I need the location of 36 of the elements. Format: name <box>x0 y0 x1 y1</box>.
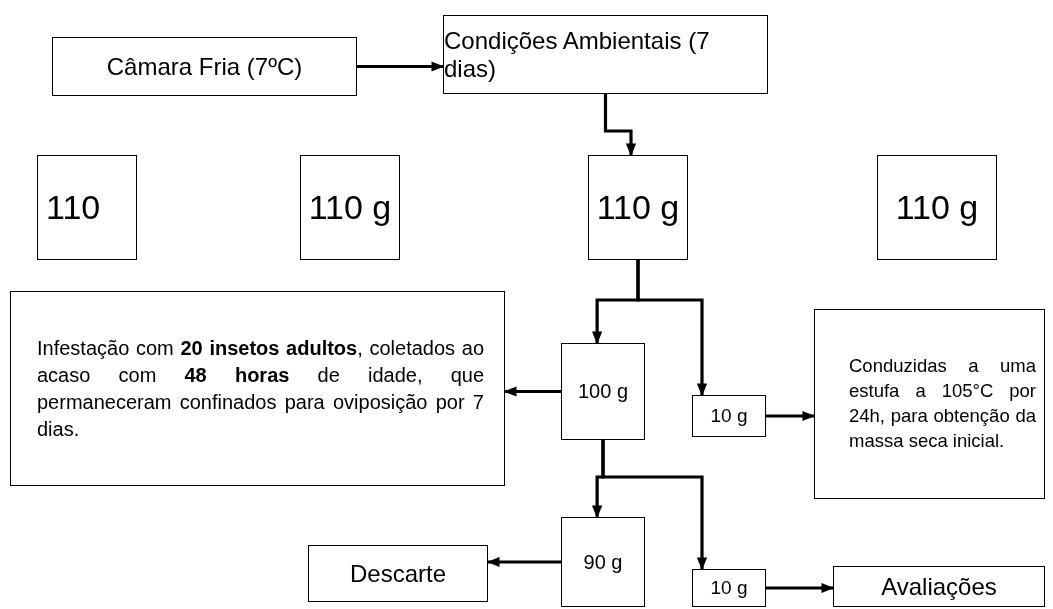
box-text: 110 <box>46 188 101 227</box>
arrow <box>486 556 561 568</box>
process-box <box>308 545 488 602</box>
box-text: 90 g <box>583 550 623 574</box>
box-text: Descarte <box>349 559 446 588</box>
process-box <box>52 37 357 96</box>
box-text: Avaliações <box>881 572 997 601</box>
box-text: 110 g <box>895 188 979 227</box>
box-text: Condições Ambientais (7 dias) <box>444 26 711 83</box>
arrow <box>766 410 816 422</box>
box-text: 110 g <box>308 188 392 227</box>
process-box <box>10 291 505 486</box>
box-text: Conduzidas a uma estufa a 105°C por 24h, para obtenção da massa seca inicial. <box>849 354 1036 453</box>
arrow <box>503 386 561 397</box>
box-text: Câmara Fria (7ºC) <box>106 52 303 81</box>
arrow <box>357 61 445 72</box>
process-box <box>561 517 645 607</box>
process-box <box>692 569 766 607</box>
process-box <box>877 155 997 260</box>
arrow <box>636 260 708 397</box>
box-text: 10 g <box>710 577 748 599</box>
box-text: 10 g <box>710 405 748 427</box>
arrow <box>603 94 637 157</box>
process-box <box>692 395 766 437</box>
arrow <box>766 582 835 594</box>
box-text: 100 g <box>577 380 629 403</box>
box-text: 110 g <box>596 188 680 227</box>
process-box <box>37 155 137 260</box>
arrow <box>601 440 708 571</box>
process-box <box>443 15 768 94</box>
process-box <box>588 155 688 260</box>
process-box <box>561 343 645 440</box>
box-text: Infestação com 20 insetos adultos, coletados ao acaso com 48 horas de idade, que permaneceram confinados para oviposição por 7 dias. <box>37 335 484 442</box>
process-box <box>814 309 1045 499</box>
process-box <box>300 155 400 260</box>
process-box <box>833 566 1045 607</box>
